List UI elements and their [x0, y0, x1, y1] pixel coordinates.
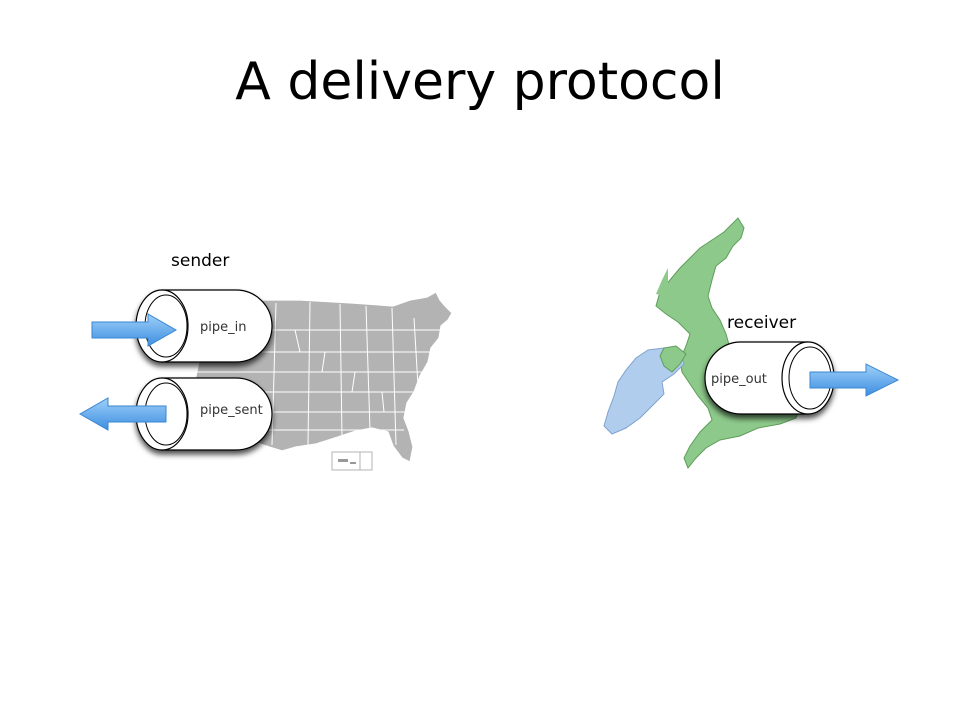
pipe-out-label: pipe_out — [711, 372, 767, 387]
northern-ireland — [659, 345, 687, 373]
pipe-out-cylinder — [704, 341, 835, 415]
arrow-into-pipe-in — [91, 313, 178, 347]
hebrides — [656, 268, 668, 296]
map-insets — [331, 451, 373, 471]
receiver-label: receiver — [727, 313, 797, 333]
arrow-out-of-pipe-sent — [78, 397, 167, 431]
slide-title: A delivery protocol — [235, 52, 725, 112]
pipe-in-label: pipe_in — [200, 320, 246, 335]
orkney — [712, 242, 722, 256]
arrow-out-of-pipe-out — [809, 363, 900, 397]
ireland — [603, 347, 685, 435]
pipe-sent-label: pipe_sent — [200, 403, 263, 418]
sender-label: sender — [171, 251, 230, 271]
